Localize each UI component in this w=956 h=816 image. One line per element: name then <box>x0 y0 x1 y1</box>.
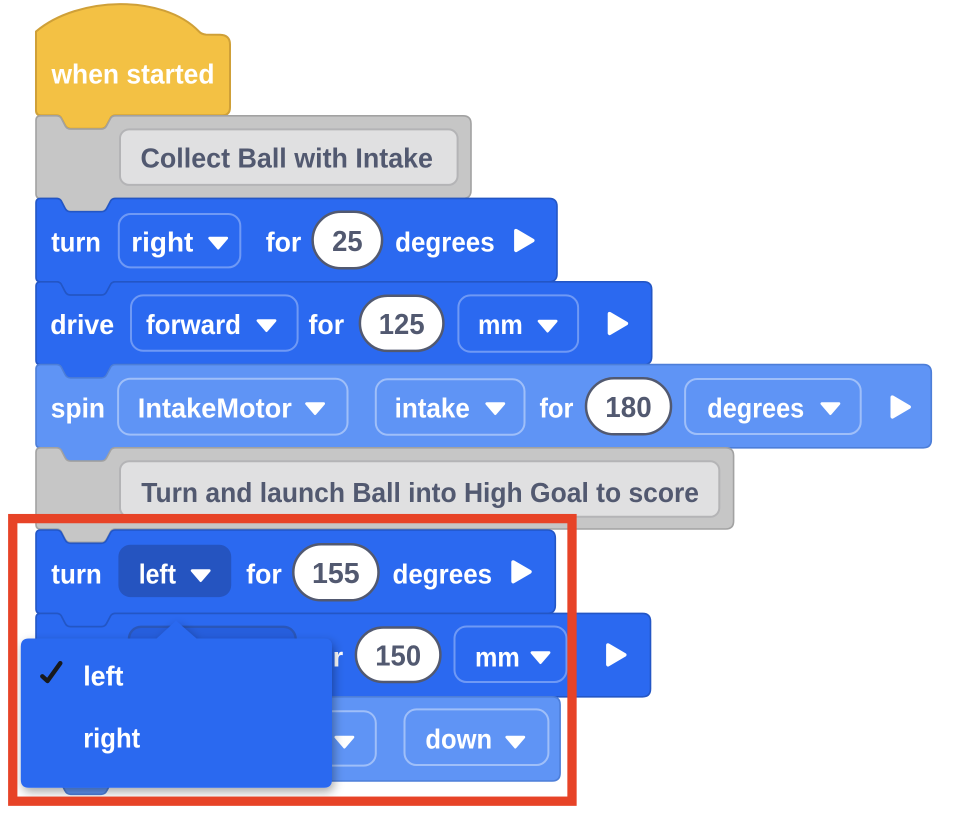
svg-text:intake: intake <box>395 393 470 424</box>
svg-text:left: left <box>83 661 123 692</box>
svg-text:for: for <box>266 227 302 258</box>
svg-text:turn: turn <box>51 558 102 589</box>
svg-text:for: for <box>309 309 345 340</box>
svg-text:IntakeMotor: IntakeMotor <box>138 393 292 424</box>
svg-text:drive: drive <box>50 309 114 340</box>
svg-text:degrees: degrees <box>393 558 493 589</box>
svg-text:180: 180 <box>605 392 651 424</box>
svg-text:right: right <box>131 227 193 258</box>
svg-text:150: 150 <box>375 640 421 672</box>
svg-text:turn: turn <box>51 227 101 258</box>
svg-text:Turn and launch Ball into High: Turn and launch Ball into High Goal to s… <box>141 477 699 508</box>
svg-text:25: 25 <box>332 226 363 258</box>
svg-text:degrees: degrees <box>707 393 804 424</box>
svg-text:degrees: degrees <box>395 227 495 258</box>
svg-text:down: down <box>425 724 492 755</box>
svg-text:Collect Ball with Intake: Collect Ball with Intake <box>141 143 434 174</box>
svg-text:left: left <box>139 558 176 589</box>
svg-text:forward: forward <box>146 309 241 340</box>
svg-text:125: 125 <box>379 309 425 341</box>
svg-text:mm: mm <box>475 641 520 672</box>
svg-text:for: for <box>246 558 282 589</box>
svg-text:right: right <box>83 723 140 754</box>
svg-text:when started: when started <box>51 59 215 90</box>
svg-text:155: 155 <box>312 558 360 590</box>
svg-text:spin: spin <box>51 393 105 424</box>
svg-text:for: for <box>540 393 574 424</box>
svg-text:mm: mm <box>478 309 523 340</box>
